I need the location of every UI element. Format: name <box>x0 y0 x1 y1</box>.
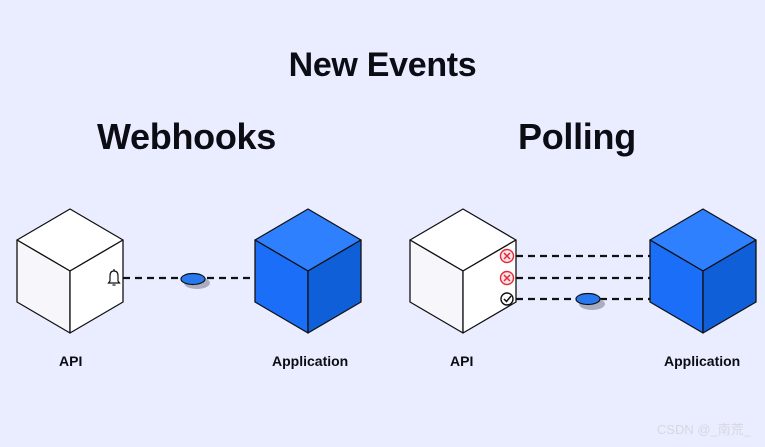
x-circle-icon <box>499 270 515 286</box>
polling-event-dot <box>575 292 601 306</box>
polling-application-label: Application <box>664 353 741 369</box>
webhooks-heading: Webhooks <box>97 116 276 157</box>
polling-app-cube <box>649 208 757 334</box>
x-circle-icon <box>499 248 515 264</box>
poll-request-lines <box>516 254 651 301</box>
webhooks-api-cube <box>16 208 124 334</box>
bell-icon <box>107 269 121 286</box>
watermark: CSDN @_南荒_ <box>656 422 751 437</box>
polling-api-cube <box>409 208 517 334</box>
polling-api-label: API <box>450 353 474 369</box>
check-circle-icon <box>500 292 514 306</box>
webhooks-api-label: API <box>59 353 83 369</box>
webhook-event-dot <box>180 272 206 286</box>
polling-heading: Polling <box>518 116 636 157</box>
main-title: New Events <box>288 46 477 84</box>
webhooks-application-label: Application <box>272 353 349 369</box>
webhooks-app-cube <box>254 208 362 334</box>
